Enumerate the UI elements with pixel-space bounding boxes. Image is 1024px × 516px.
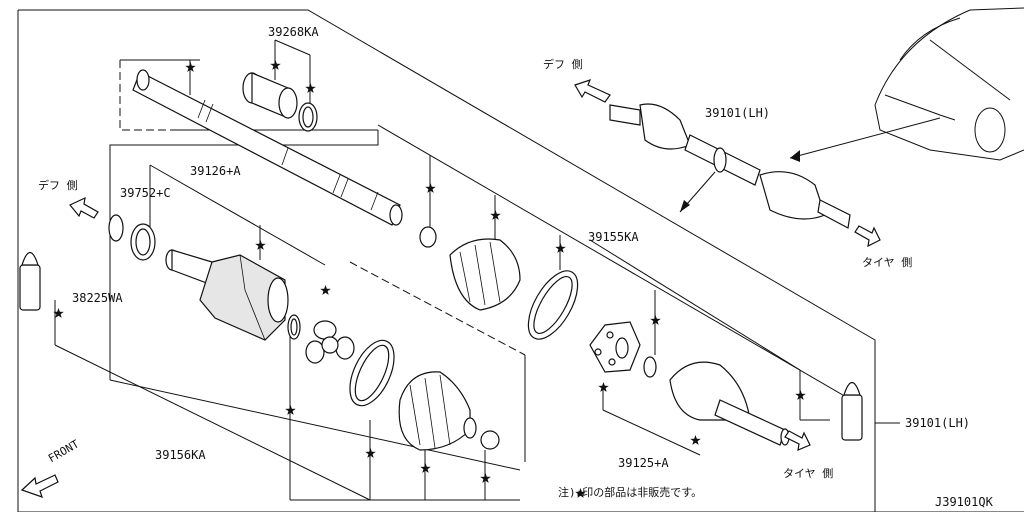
label-39125a: 39125+A <box>618 456 669 470</box>
axle-assembly-top <box>609 103 941 229</box>
outer-joint <box>589 321 790 446</box>
grease-tubes <box>19 251 863 441</box>
boots <box>349 238 579 451</box>
damper-parts <box>242 72 318 132</box>
label-38225wa: 38225WA <box>72 291 123 305</box>
label-39101-lh-right: 39101(LH) <box>905 416 971 430</box>
label-tire-side-bottom: タイヤ 側 <box>783 467 834 480</box>
label-def-side-left: デフ 側 <box>38 179 78 192</box>
direction-arrows <box>20 79 881 498</box>
label-diagram-code: J39101QK <box>935 495 993 509</box>
car-silhouette <box>874 7 1024 161</box>
inner-joint-housing <box>165 249 289 341</box>
label-39155ka: 39155KA <box>588 230 639 244</box>
label-39156ka: 39156KA <box>155 448 206 462</box>
drive-shaft <box>132 69 403 226</box>
rings <box>108 214 657 378</box>
label-39268ka: 39268KA <box>268 25 319 39</box>
label-39126a: 39126+A <box>190 164 241 178</box>
label-def-side-top: デフ 側 <box>543 58 583 71</box>
label-tire-side-top: タイヤ 側 <box>862 256 913 269</box>
label-non-sale-note: 注)★印の部品は非販売です。 <box>558 486 703 499</box>
group-lines <box>54 39 900 501</box>
label-39101-lh-top: 39101(LH) <box>705 106 771 120</box>
tripod-spider <box>305 320 355 364</box>
label-39752c: 39752+C <box>120 186 171 200</box>
